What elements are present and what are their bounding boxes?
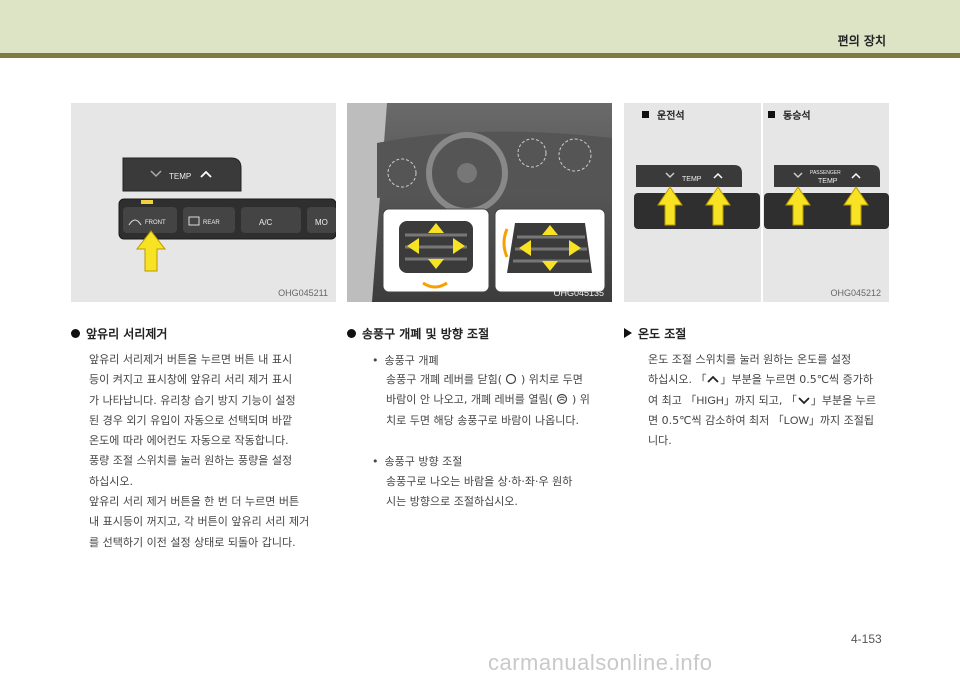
arrow-up-icon	[785, 186, 811, 226]
text-line: 앞유리 서리제거 버튼을 누르면 버튼 내 표시	[89, 353, 293, 366]
text-line: 가 나타납니다. 유리창 습기 방지 기능이 설정	[89, 393, 296, 407]
square-bullet-icon	[642, 111, 649, 118]
arrow-up-icon	[542, 225, 558, 235]
square-bullet-icon	[768, 111, 775, 118]
chevron-up-icon	[200, 170, 212, 178]
figure-code: OHG045212	[830, 288, 881, 298]
page-section-title: 편의 장치	[837, 34, 886, 48]
section-title-temp: 온도 조절	[624, 325, 686, 342]
defrost-indicator-light	[141, 200, 153, 204]
circle-bullet-icon	[347, 329, 356, 338]
circle-bullet-icon	[71, 329, 80, 338]
vent-lever-arrow-icon	[502, 228, 509, 258]
front-defrost-icon	[128, 219, 142, 226]
text-line: 하십시오.	[89, 474, 133, 488]
chevron-down-icon	[793, 172, 803, 179]
arrow-left-icon	[519, 240, 531, 256]
arrow-up-icon	[428, 223, 444, 233]
vent-illustration	[347, 103, 612, 302]
defrost-panel-illustration: TEMP FRONT REAR A/C MO	[71, 103, 336, 302]
vent-open-description: 송풍구 개폐 레버를 닫힘( ) 위치로 두면 바람이 안 나오고, 개폐 레버…	[386, 373, 590, 427]
text-line: 내 표시등이 꺼지고, 각 버튼이 앞유리 서리 제거	[89, 515, 310, 529]
watermark: carmanualsonline.info	[488, 650, 713, 675]
text-line: 온도에 따라 에어컨도 자동으로 작동합니다.	[89, 434, 289, 448]
arrow-up-icon	[705, 186, 731, 226]
arrow-up-icon	[657, 186, 683, 226]
defrost-front-label: FRONT	[145, 220, 166, 226]
driver-temp-label: TEMP	[682, 176, 702, 183]
arrow-right-icon	[453, 238, 465, 254]
figure-defrost-panel: TEMP FRONT REAR A/C MO OHG045211	[71, 103, 336, 302]
header-divider	[0, 53, 960, 58]
passenger-label: 동승석	[783, 109, 811, 122]
arrow-down-icon	[428, 259, 444, 269]
chevron-down-icon	[150, 170, 162, 178]
vent-lever-arrow-icon	[422, 281, 448, 289]
text-line: 앞유리 서리 제거 버튼을 한 번 더 누르면 버튼	[89, 495, 300, 509]
sub-heading-vent-direction: •송풍구 방향 조절	[372, 455, 463, 468]
vent-closed-icon	[506, 373, 517, 385]
temp-description: 온도 조절 스위치를 눌러 원하는 온도를 설정 하십시오. 「」부분을 누르면…	[648, 353, 876, 448]
sub-heading-vent-open: •송풍구 개폐	[372, 354, 439, 367]
temp-panel-illustration: 운전석 동승석 TEMP PASSENGER TEMP	[624, 103, 889, 302]
figure-code: OHG045211	[278, 288, 328, 298]
section-title-defrost: 앞유리 서리제거	[71, 325, 167, 342]
rear-defrost-icon	[188, 216, 200, 226]
section-title-vent: 송풍구 개폐 및 방향 조절	[347, 325, 489, 342]
text-line: 풍량 조절 스위치를 눌러 원하는 풍량을 설정	[89, 454, 293, 468]
defrost-temp-label: TEMP	[169, 172, 191, 181]
driver-label: 운전석	[657, 109, 685, 122]
passenger-small-label: PASSENGER	[810, 170, 841, 176]
arrow-up-icon	[135, 230, 167, 272]
text-line: 된 경우 외기 유입이 자동으로 선택되며 바깥	[89, 413, 293, 427]
chevron-up-icon	[707, 376, 720, 383]
chevron-up-icon	[713, 172, 723, 179]
arrow-left-icon	[407, 238, 419, 254]
chevron-up-icon	[851, 172, 861, 179]
vent-open-icon	[557, 394, 568, 405]
defrost-ac-label: A/C	[259, 218, 273, 227]
arrow-down-icon	[542, 261, 558, 271]
triangle-bullet-icon	[624, 328, 632, 338]
arrow-right-icon	[569, 240, 581, 256]
text-line: 를 선택하기 이전 설정 상태로 되돌아 갑니다.	[89, 535, 296, 549]
figure-temp-control: 운전석 동승석 TEMP PASSENGER TEMP OHG045212	[624, 103, 889, 302]
passenger-temp-label: TEMP	[818, 178, 838, 185]
page-number: 4-153	[851, 632, 882, 646]
figure-code: OHG045135	[553, 288, 604, 298]
vent-direction-description: 송풍구로 나오는 바람을 상·하·좌·우 원하 시는 방향으로 조절하십시오.	[386, 475, 573, 509]
arrow-up-icon	[843, 186, 869, 226]
figure-vent-controls: OHG045135	[347, 103, 612, 302]
text-line: 등이 켜지고 표시창에 앞유리 서리 제거 표시	[89, 373, 293, 387]
chevron-down-icon	[665, 172, 675, 179]
chevron-down-icon	[798, 396, 810, 404]
defrost-mode-label: MO	[315, 218, 328, 227]
defrost-rear-label: REAR	[203, 220, 220, 226]
header-band	[0, 0, 960, 58]
